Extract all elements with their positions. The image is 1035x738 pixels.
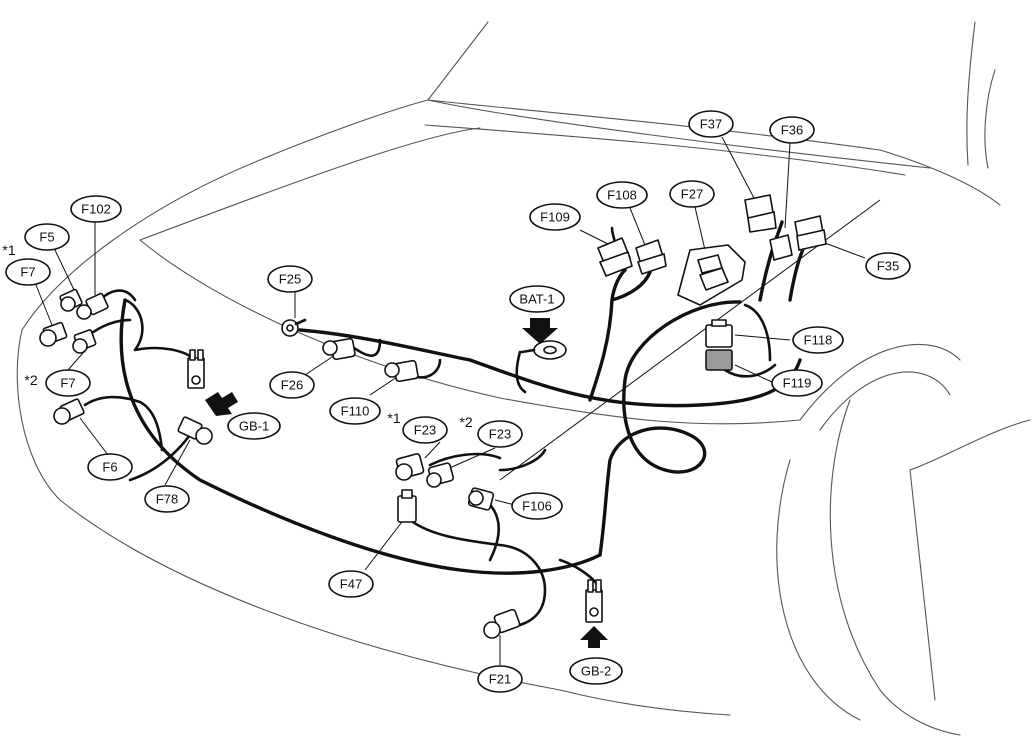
svg-text:F108: F108 (607, 188, 637, 203)
terminal-f25 (281, 318, 307, 337)
svg-text:F106: F106 (522, 499, 552, 514)
connector-f78 (177, 416, 213, 445)
label-f106: F106 (511, 492, 563, 520)
svg-text:F21: F21 (489, 672, 511, 687)
ground-arrow-icon (205, 392, 238, 416)
label-f109: F109 (529, 203, 581, 231)
svg-text:F102: F102 (81, 202, 111, 217)
note-marker-2-left: *2 (24, 372, 37, 388)
ground-arrow-icon (580, 626, 608, 648)
svg-text:F119: F119 (783, 376, 812, 391)
vehicle-body-outline (16, 21, 1031, 736)
connector-f106 (467, 487, 495, 511)
svg-text:F110: F110 (341, 404, 370, 419)
svg-text:F5: F5 (39, 230, 54, 245)
label-f119: F119 (771, 369, 823, 397)
connector-f26 (322, 337, 356, 361)
label-f36: F36 (769, 116, 815, 144)
label-f25: F25 (267, 265, 313, 293)
note-markers: *1 *2 *1 *2 (2, 242, 472, 430)
label-bat1: BAT-1 (509, 285, 565, 313)
label-f7-bottom: F7 (45, 369, 91, 397)
svg-text:F78: F78 (156, 492, 178, 507)
svg-text:F26: F26 (281, 378, 303, 393)
label-f118: F118 (792, 326, 844, 354)
svg-text:F118: F118 (804, 333, 833, 348)
connector-f23-b (426, 462, 455, 488)
svg-text:GB-1: GB-1 (239, 419, 269, 434)
note-marker-1-left: *1 (2, 242, 15, 258)
connector-f109 (597, 237, 633, 277)
ground-arrows (205, 318, 608, 648)
svg-text:GB-2: GB-2 (581, 664, 611, 679)
ground-terminal-gb1 (187, 349, 205, 389)
label-f102: F102 (70, 195, 122, 223)
connector-f119 (705, 349, 733, 371)
label-gb1: GB-1 (227, 412, 281, 440)
connector-f7-bottom (72, 329, 97, 354)
ground-arrow-icon (522, 318, 558, 344)
connector-f7-top (39, 321, 68, 347)
label-f5: F5 (24, 223, 70, 251)
svg-text:F6: F6 (102, 460, 117, 475)
svg-text:BAT-1: BAT-1 (519, 292, 554, 307)
connector-f5 (59, 288, 83, 312)
terminal-bat1 (520, 340, 567, 360)
svg-text:F47: F47 (340, 577, 362, 592)
label-f35: F35 (865, 252, 911, 280)
svg-text:F25: F25 (279, 272, 301, 287)
label-f37: F37 (688, 110, 734, 138)
connector-f36 (769, 234, 793, 261)
label-f23-b: F23 (477, 420, 523, 448)
label-f110: F110 (329, 397, 381, 425)
svg-text:F7: F7 (60, 376, 75, 391)
labels: F5 F102 F7 F7 F6 F78 GB-1 F25 (5, 110, 911, 693)
label-f21: F21 (477, 665, 523, 693)
label-gb2: GB-2 (569, 657, 623, 685)
svg-text:F23: F23 (414, 423, 436, 438)
connector-f35 (794, 215, 827, 251)
label-f23-a: F23 (402, 416, 448, 444)
label-f78: F78 (144, 485, 190, 513)
svg-text:F35: F35 (877, 259, 899, 274)
svg-text:F27: F27 (681, 187, 703, 202)
connector-f37 (744, 194, 777, 233)
connector-f23-a (395, 453, 425, 481)
connector-f118 (705, 319, 733, 348)
connector-f110 (384, 359, 419, 383)
label-f7-top: F7 (5, 258, 51, 286)
svg-text:F7: F7 (20, 265, 35, 280)
ground-terminal-gb2 (585, 579, 603, 623)
note-marker-2-mid: *2 (459, 414, 472, 430)
label-f47: F47 (328, 570, 374, 598)
connector-f6 (53, 398, 85, 425)
label-f6: F6 (87, 453, 133, 481)
label-f27: F27 (669, 180, 715, 208)
label-f26: F26 (269, 371, 315, 399)
connector-f102 (76, 292, 109, 320)
svg-text:F36: F36 (781, 123, 803, 138)
connectors (39, 194, 827, 639)
svg-text:F23: F23 (489, 427, 511, 442)
svg-text:F37: F37 (700, 117, 722, 132)
connector-f27 (677, 244, 746, 306)
svg-text:F109: F109 (540, 210, 570, 225)
label-f108: F108 (596, 181, 648, 209)
note-marker-1-mid: *1 (387, 410, 400, 426)
connector-f47 (397, 489, 417, 523)
connector-f108 (635, 239, 667, 275)
connector-f21 (483, 608, 521, 639)
